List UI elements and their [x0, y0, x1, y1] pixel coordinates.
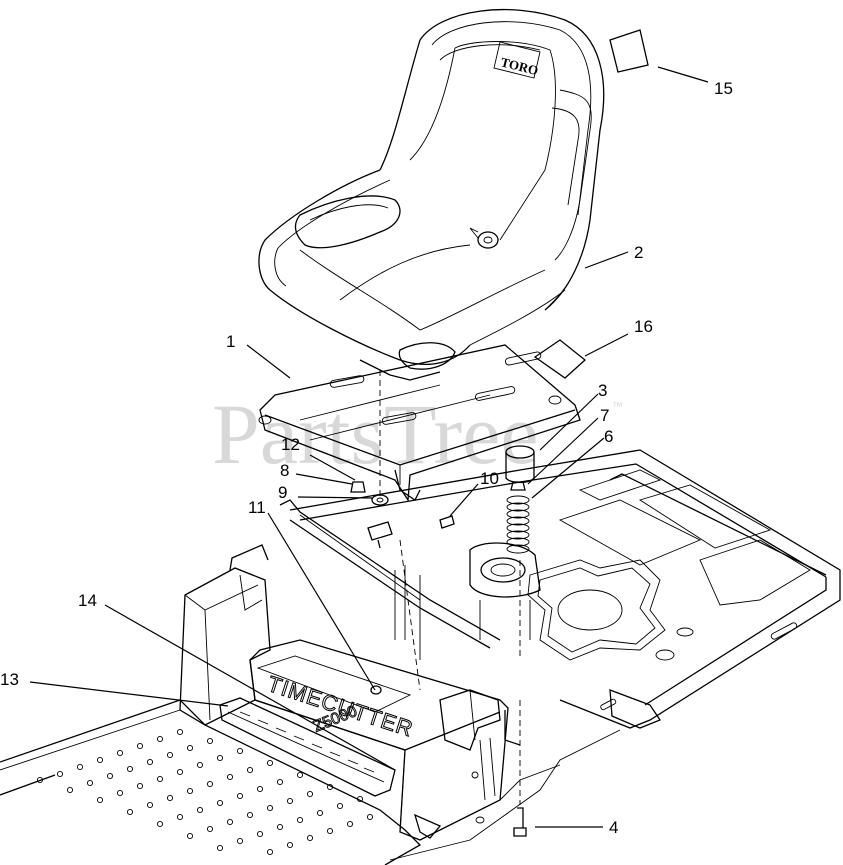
callouts: 1 2 3 4 6 7 8 9 10 11 12 13 14 15 16: [0, 79, 733, 837]
seat-mount-plate: [258, 344, 581, 502]
callout-16: 16: [634, 317, 653, 336]
washer: [371, 494, 389, 506]
leader-lines: [29, 66, 709, 828]
spring-nut: [510, 481, 526, 491]
watermark-tm: ™: [612, 401, 623, 413]
callout-12: 12: [281, 435, 300, 454]
callout-1: 1: [226, 332, 235, 351]
decal-brand-text: TIMECUTTER: [264, 671, 416, 742]
spring: [506, 495, 530, 554]
label-16-part: [533, 339, 587, 379]
chassis-frame: [279, 449, 841, 729]
floor-pan: [0, 699, 621, 865]
callout-9: 9: [278, 483, 287, 502]
callout-2: 2: [634, 243, 643, 262]
adjust-knob: [367, 521, 393, 549]
bolt: [439, 515, 455, 529]
floor-holes: [36, 728, 374, 856]
callout-4: 4: [609, 818, 618, 837]
label-15-part: [609, 29, 649, 73]
callout-11: 11: [248, 498, 266, 517]
watermark-text: PartsTree: [212, 386, 539, 482]
callout-7: 7: [600, 406, 609, 425]
switch-strip: [219, 697, 396, 797]
bottom-bolt: [513, 807, 527, 837]
callout-8: 8: [280, 461, 289, 480]
seat: TORO: [258, 9, 605, 381]
watermark: PartsTree ™: [212, 386, 623, 482]
callout-3: 3: [598, 381, 607, 400]
timecutter-decal: TIMECUTTER Z5000: [256, 655, 417, 742]
callout-14: 14: [78, 591, 97, 610]
callout-13: 13: [0, 670, 19, 689]
callout-10: 10: [480, 469, 499, 488]
callout-6: 6: [604, 427, 613, 446]
callout-15: 15: [714, 79, 733, 98]
flange-nut: [350, 481, 366, 493]
